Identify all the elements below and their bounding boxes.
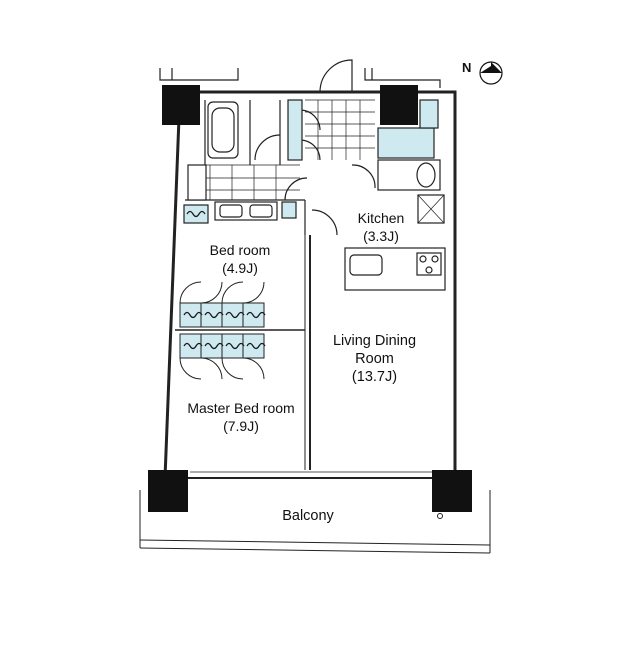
kitchen-name: Kitchen	[357, 210, 405, 226]
column-top-right	[380, 85, 418, 125]
master-bedroom-label: Master Bed room (7.9J)	[180, 400, 302, 435]
vanity	[287, 99, 303, 161]
outer-wall	[180, 90, 457, 478]
entry-door	[319, 59, 353, 93]
toilet-door	[351, 164, 376, 189]
toilet-room	[377, 159, 441, 191]
column-bottom-left	[148, 470, 188, 512]
compass: N	[462, 58, 512, 88]
compass-label: N	[462, 60, 472, 75]
master-bedroom-size: (7.9J)	[223, 417, 259, 434]
kitchen-label: Kitchen (3.3J)	[336, 210, 426, 245]
living-dining-label: Living Dining Room (13.7J)	[312, 332, 437, 386]
north-arrow-icon	[479, 61, 503, 85]
tile-grid	[188, 164, 300, 200]
closet-lower	[179, 333, 265, 380]
balcony-name: Balcony	[282, 508, 334, 524]
living-dining-size: (13.7J)	[351, 369, 398, 386]
bedroom-label: Bed room (4.9J)	[190, 242, 290, 277]
balcony-edge	[139, 490, 491, 553]
bath-wall	[204, 100, 281, 165]
bedroom-size: (4.9J)	[222, 259, 258, 276]
counter-shelf	[214, 201, 278, 221]
corridor-door-1	[299, 109, 321, 131]
kitchen-fridge	[417, 194, 445, 224]
drain	[437, 513, 443, 519]
storage-right	[377, 127, 435, 159]
ld-door	[311, 209, 338, 236]
kitchen-counter	[344, 247, 446, 291]
living-dining-name-line1: Living Dining	[332, 333, 417, 349]
kitchen-stove	[416, 252, 442, 276]
washer	[187, 164, 207, 201]
storage-right-top	[419, 99, 439, 129]
corridor-tiles	[305, 99, 375, 160]
left-wall	[163, 91, 182, 479]
bedroom-shelf	[183, 204, 209, 224]
column-bottom-right	[432, 470, 472, 512]
top-ledge	[159, 68, 239, 81]
toilet	[416, 162, 436, 188]
balcony-label: Balcony	[258, 507, 358, 525]
corridor-door-2	[299, 139, 321, 161]
top-ledge-right	[364, 68, 441, 88]
master-bedroom-name: Master Bed room	[187, 400, 295, 416]
structural-columns	[148, 85, 472, 512]
closet-wave-icons	[183, 210, 266, 350]
living-dining-name-line2: Room	[355, 351, 394, 368]
closet-upper	[179, 281, 265, 328]
bathtub	[207, 101, 239, 159]
column-top-left	[162, 85, 200, 125]
small-cabinet	[281, 201, 297, 219]
balcony-rail	[139, 539, 491, 554]
kitchen-size: (3.3J)	[363, 227, 399, 244]
kitchen-sink	[349, 254, 383, 276]
bedroom-name: Bed room	[209, 242, 271, 258]
bath-door	[254, 134, 281, 161]
bedroom-door	[284, 177, 308, 201]
